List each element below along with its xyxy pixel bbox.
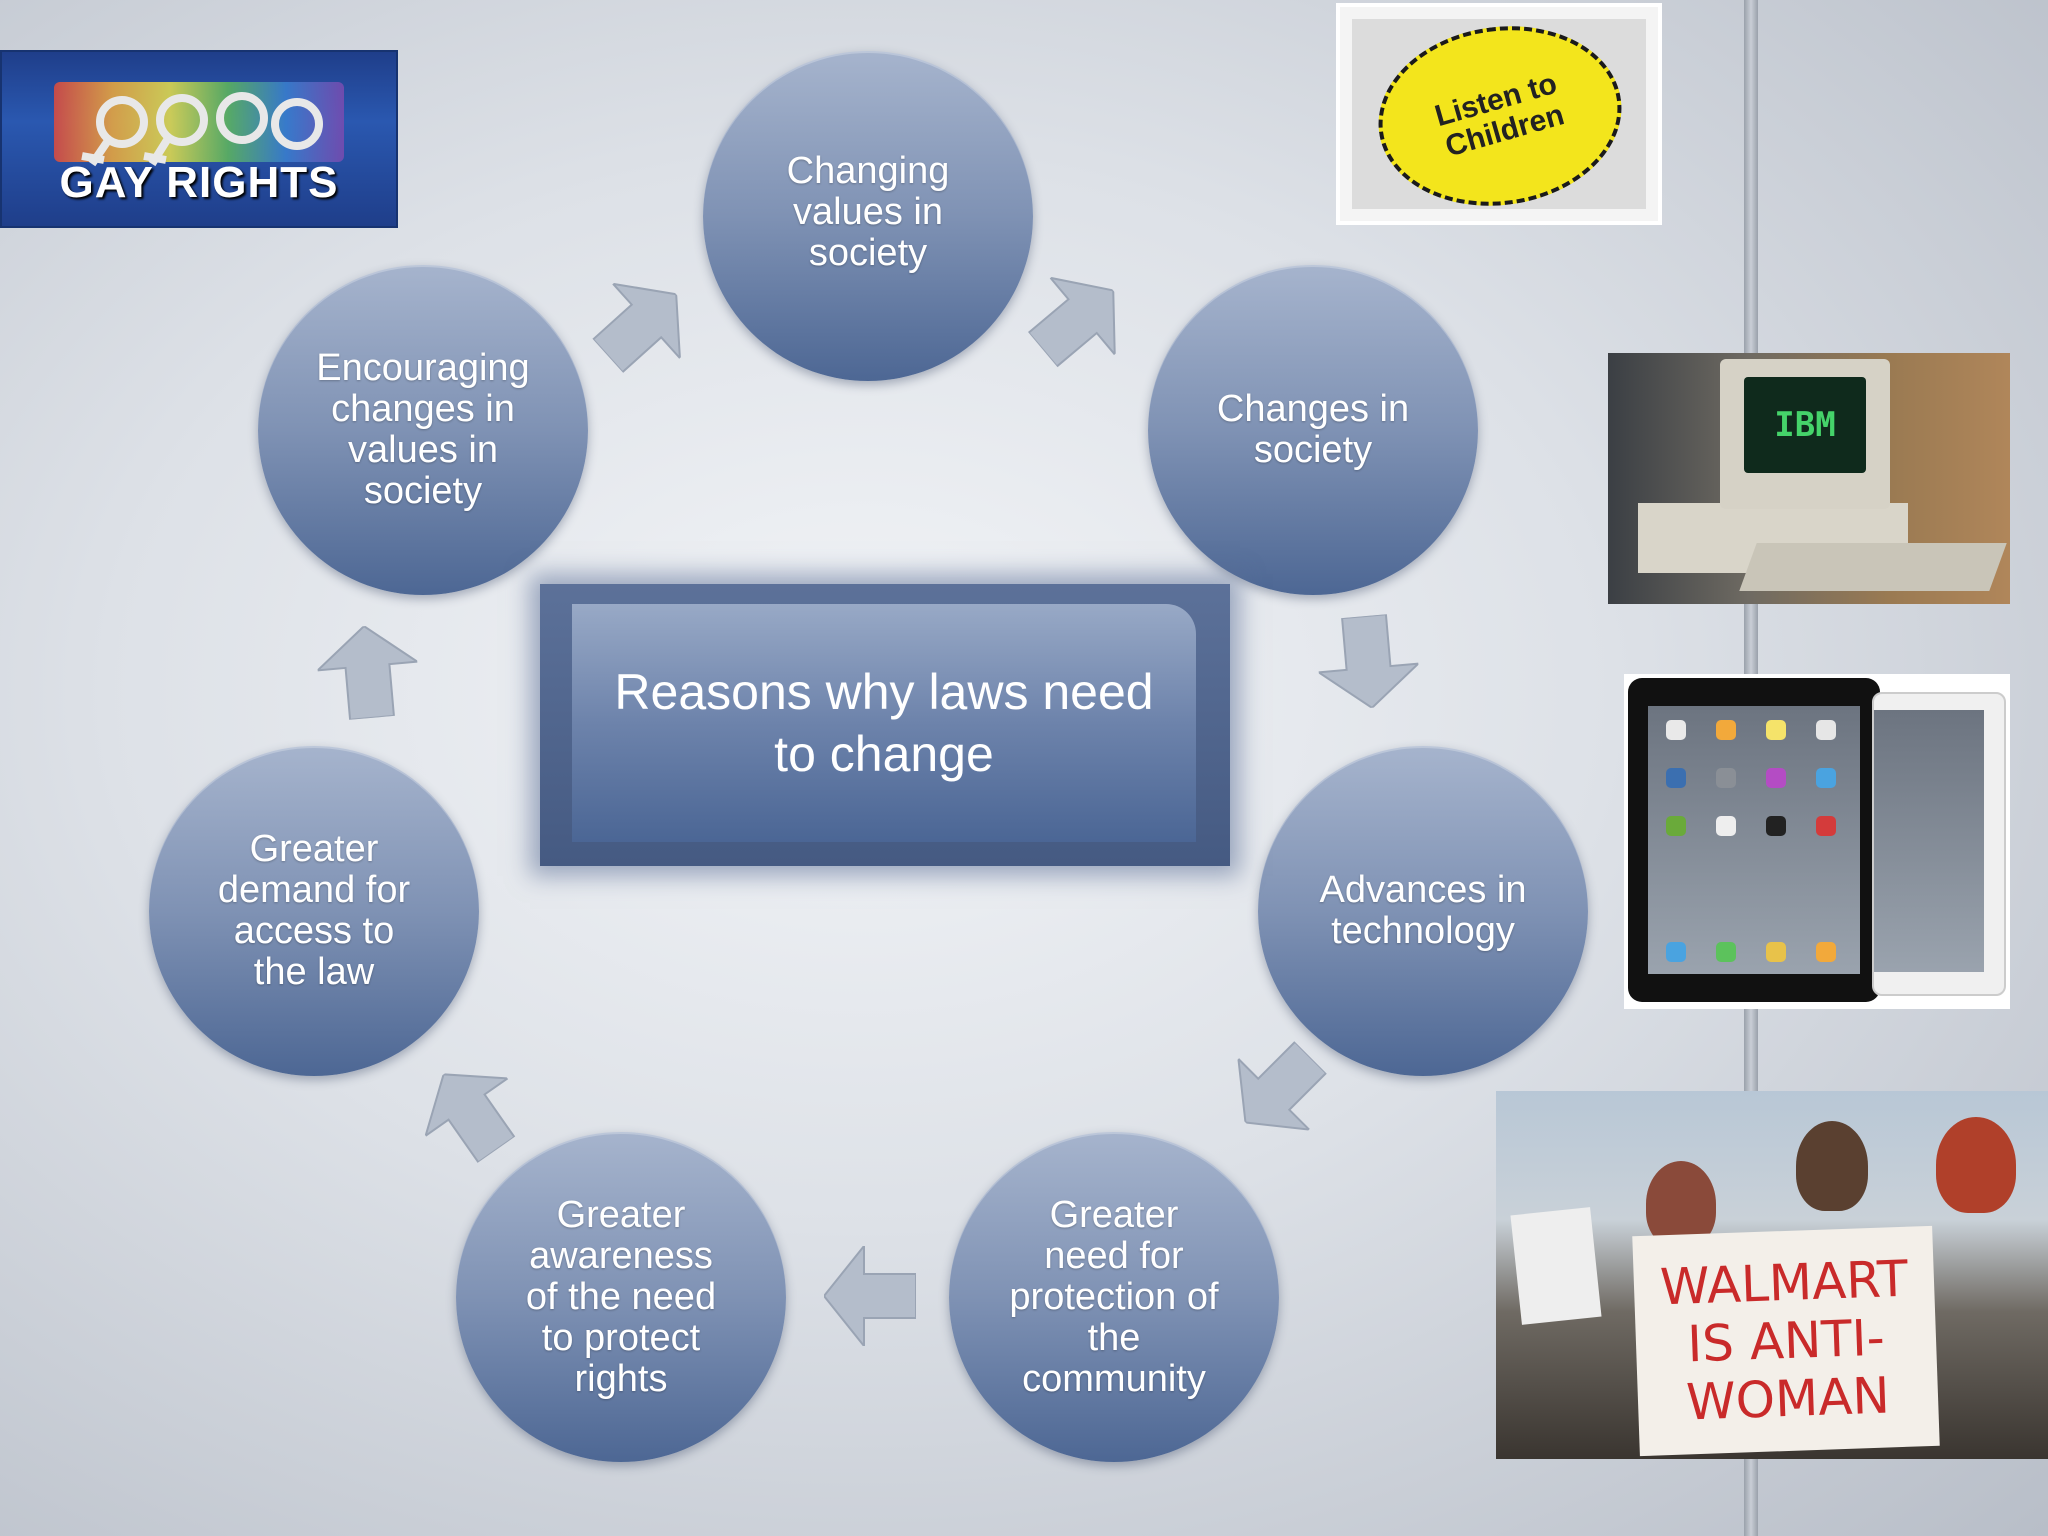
app-icon (1766, 816, 1786, 836)
node-label: Changing values in society (786, 150, 950, 274)
app-icon (1766, 768, 1786, 788)
app-icon (1666, 816, 1686, 836)
ibm-screen-text: IBM (1774, 405, 1836, 445)
gender-symbols-icon (81, 92, 323, 167)
app-icon (1666, 720, 1686, 740)
app-icon (1666, 942, 1686, 962)
ipad-white (1872, 692, 2006, 996)
node-advances-in-technology: Advances in technology (1258, 746, 1588, 1076)
arrow-icon (824, 1246, 916, 1346)
center-title: Reasons why laws need to change (614, 664, 1154, 782)
gay-rights-caption: GAY RIGHTS (59, 158, 339, 207)
app-icon (1716, 942, 1736, 962)
protest-sign-text: WALMART IS ANTI- WOMAN (1659, 1249, 1909, 1432)
node-label: Changes in society (1216, 388, 1410, 471)
ipad-image (1624, 674, 2010, 1009)
ipad-screen (1648, 706, 1860, 974)
node-label: Greater demand for access to the law (217, 828, 411, 993)
node-label: Encouraging changes in values in society (316, 347, 530, 512)
small-protest-sign (1510, 1207, 1602, 1325)
app-icon (1716, 768, 1736, 788)
app-icon (1766, 720, 1786, 740)
arrow-icon (314, 624, 421, 721)
node-protection-of-community: Greater need for protection of the commu… (949, 1132, 1279, 1462)
node-label: Greater awareness of the need to protect… (525, 1193, 717, 1400)
gay-rights-image: GAY RIGHTS (0, 50, 398, 228)
app-icon (1716, 720, 1736, 740)
keyboard (1739, 543, 2007, 591)
arrow-icon (423, 1073, 516, 1164)
ipad-black (1628, 678, 1880, 1002)
ipad-screen (1874, 710, 1984, 972)
arrow-icon (591, 282, 682, 374)
app-icon (1816, 768, 1836, 788)
app-icon (1666, 768, 1686, 788)
monitor: IBM (1720, 359, 1890, 509)
app-icon (1816, 720, 1836, 740)
protester (1796, 1121, 1868, 1211)
protester (1646, 1161, 1716, 1247)
node-label: Greater need for protection of the commu… (1009, 1193, 1219, 1400)
protest-image: WALMART IS ANTI- WOMAN (1496, 1091, 2048, 1459)
app-icon (1716, 816, 1736, 836)
listen-to-children-image: Listen to Children (1336, 3, 1662, 225)
protest-sign: WALMART IS ANTI- WOMAN (1632, 1225, 1940, 1457)
arrow-icon (1315, 613, 1422, 710)
app-icon (1766, 942, 1786, 962)
node-awareness-of-rights: Greater awareness of the need to protect… (456, 1132, 786, 1462)
arrow-icon (1237, 1040, 1328, 1131)
protester (1936, 1117, 2016, 1213)
app-icon (1816, 816, 1836, 836)
listen-badge-text: Listen to Children (1430, 67, 1568, 164)
app-icon (1816, 942, 1836, 962)
ibm-computer-image: IBM (1608, 353, 2010, 604)
node-changing-values: Changing values in society (703, 51, 1033, 381)
node-encouraging-changes: Encouraging changes in values in society (258, 265, 588, 595)
monitor-screen: IBM (1744, 377, 1866, 473)
node-access-to-law: Greater demand for access to the law (149, 746, 479, 1076)
node-changes-in-society: Changes in society (1148, 265, 1478, 595)
center-title-box: Reasons why laws need to change (572, 604, 1196, 842)
node-label: Advances in technology (1319, 869, 1527, 952)
arrow-icon (1027, 276, 1116, 368)
